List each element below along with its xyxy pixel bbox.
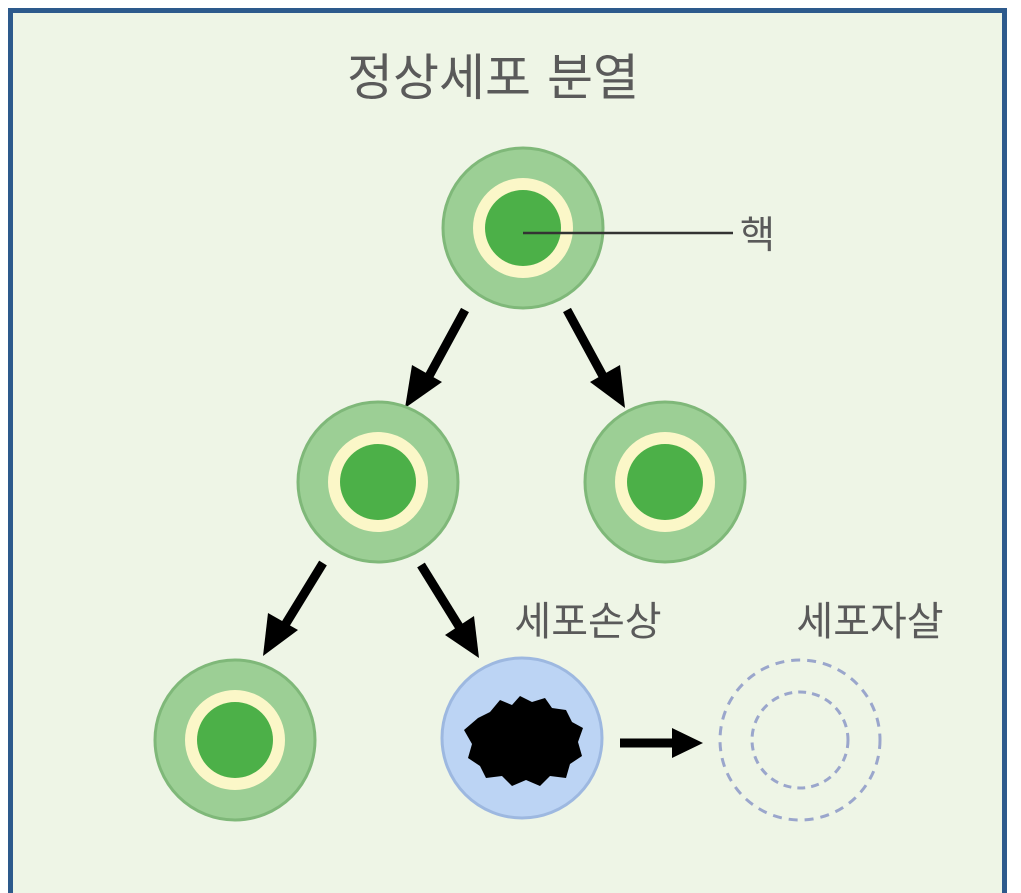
apoptotic-cell [718,658,882,822]
arrow-parent-to-left [405,307,469,408]
damage-label: 세포손상 [514,599,661,645]
damaged-cell [440,656,604,820]
nucleus-label: 핵 [740,213,775,257]
diagram-title: 정상세포 분열 [347,49,639,107]
arrow-damaged-to-apoptosis [620,728,703,758]
arrow-parent-to-right [563,307,625,408]
arrow-left-to-grandchild [263,560,327,656]
child-left-cell [296,400,460,564]
grandchild-left-cell [153,658,317,822]
parent-cell [441,146,605,310]
apoptosis-label: 세포자살 [796,599,943,645]
damaged-nucleus [464,696,583,786]
child-right-cell [583,400,747,564]
arrow-left-to-damaged [417,562,479,658]
